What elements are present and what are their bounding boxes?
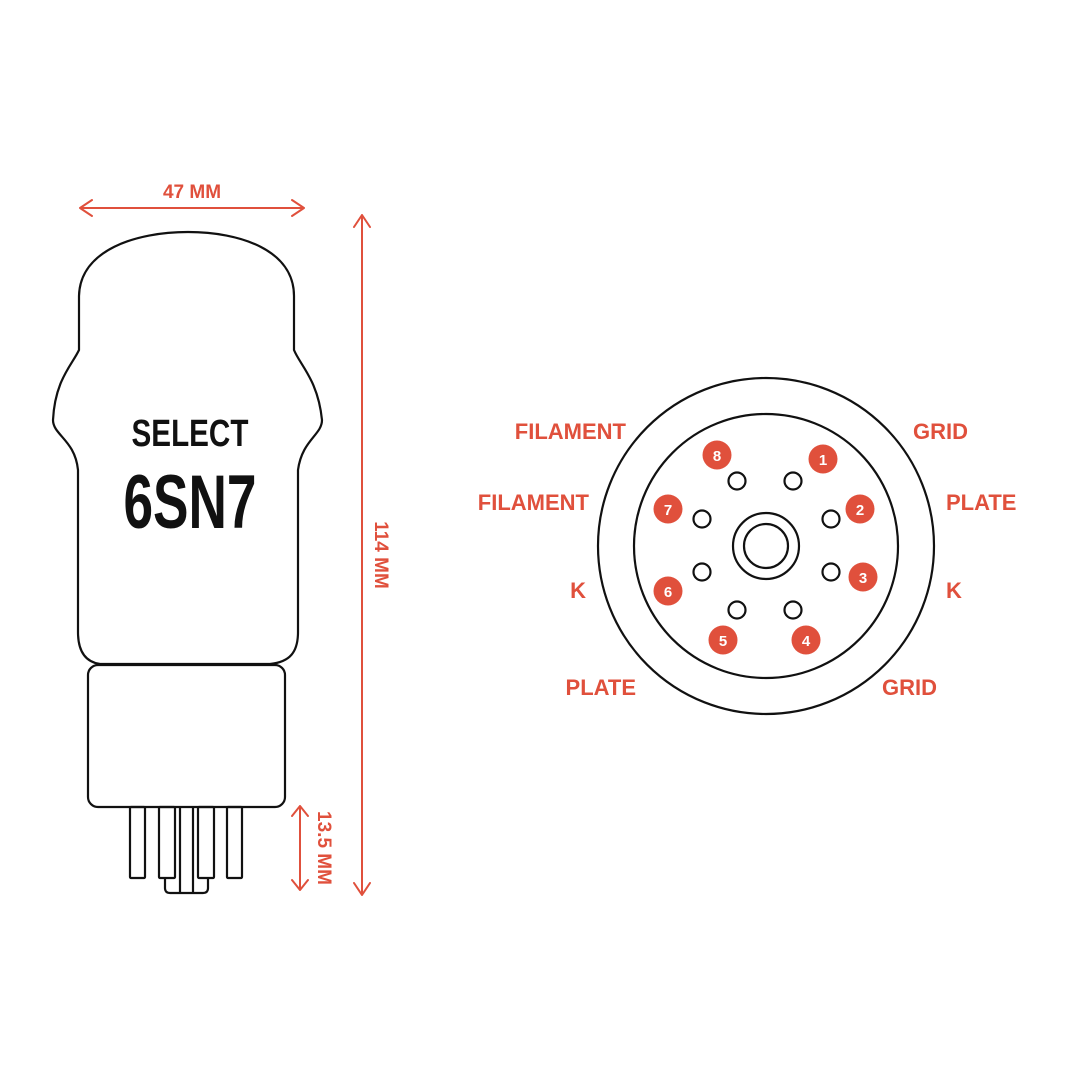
- pin-number-badge: 1: [808, 444, 838, 474]
- pin-number-badge: 8: [702, 440, 732, 470]
- pin-number-badge: 6: [653, 576, 683, 606]
- tube-model: 6SN7: [123, 460, 256, 545]
- pin-number-badge: 2: [845, 494, 875, 524]
- pin-number-badge: 3: [848, 562, 878, 592]
- pin-label: GRID: [882, 675, 937, 700]
- svg-text:47 MM: 47 MM: [163, 182, 221, 203]
- socket-pinout: 1 2 3 4 5 6 7 8: [596, 376, 936, 716]
- tube-pins: [128, 805, 244, 895]
- svg-text:6: 6: [664, 584, 672, 601]
- pin-length-dimension: 13.5 MM: [291, 805, 334, 891]
- pin-holes: [692, 471, 841, 620]
- pin-label: K: [946, 578, 962, 603]
- pin-label: FILAMENT: [478, 490, 590, 515]
- pin-number-badge: 4: [791, 625, 821, 655]
- width-dimension: 47 MM: [79, 182, 305, 217]
- pin-label: GRID: [913, 419, 968, 444]
- svg-text:7: 7: [664, 502, 672, 519]
- svg-text:1: 1: [819, 452, 827, 469]
- pin-number-badge: 5: [708, 625, 738, 655]
- tube-brand: SELECT: [132, 413, 249, 455]
- svg-text:3: 3: [859, 570, 867, 587]
- svg-text:114 MM: 114 MM: [370, 521, 391, 589]
- pin-label: PLATE: [946, 490, 1016, 515]
- svg-text:5: 5: [719, 633, 727, 650]
- pin-label: K: [570, 578, 586, 603]
- height-dimension: 114 MM: [353, 214, 391, 896]
- tube-glass-outline: [51, 230, 324, 666]
- pin-label: PLATE: [566, 675, 636, 700]
- pin-label: FILAMENT: [515, 419, 627, 444]
- svg-text:13.5 MM: 13.5 MM: [313, 811, 334, 885]
- tube-base: [86, 663, 287, 809]
- svg-text:8: 8: [713, 448, 721, 465]
- svg-text:2: 2: [856, 502, 864, 519]
- svg-text:4: 4: [802, 633, 811, 650]
- pin-number-badge: 7: [653, 494, 683, 524]
